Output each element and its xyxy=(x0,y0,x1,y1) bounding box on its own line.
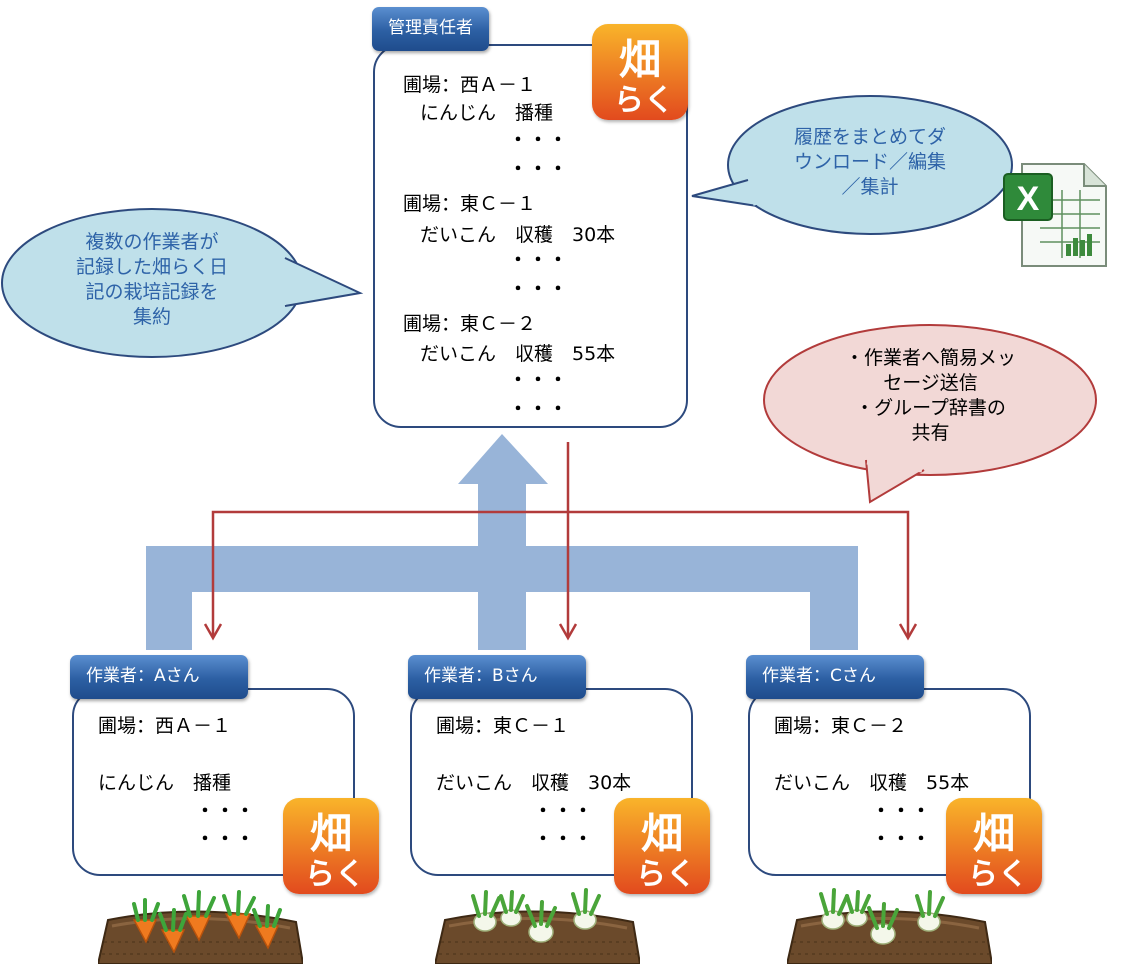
excel-icon: X xyxy=(1000,160,1110,270)
carrot-field-icon xyxy=(96,880,305,965)
worker-a-crop: にんじん 播種 xyxy=(98,772,232,794)
worker-c-field: 圃場：東Ｃ－２ xyxy=(774,715,908,737)
svg-text:らく: らく xyxy=(614,83,674,118)
manager-line-8: ・・・ xyxy=(509,279,569,300)
svg-text:らく: らく xyxy=(968,857,1028,892)
manager-line-4: ・・・ xyxy=(509,159,569,180)
svg-text:畑: 畑 xyxy=(310,809,352,858)
manager-line-11: ・・・ xyxy=(509,370,569,391)
worker-c-dots-1: ・・・ xyxy=(872,801,932,822)
manager-label: 管理責任者 xyxy=(372,7,489,51)
svg-text:らく: らく xyxy=(636,857,696,892)
manager-line-12: ・・・ xyxy=(509,399,569,420)
left-speech-bubble xyxy=(1,208,364,358)
svg-text:畑: 畑 xyxy=(641,809,683,858)
svg-text:畑: 畑 xyxy=(619,35,661,84)
red-bubble-text: ・作業者へ簡易メッセージ送信・グループ辞書の共有 xyxy=(844,347,1016,444)
worker-c-label: 作業者：Cさん xyxy=(746,655,924,699)
hataraku-logo-icon: 畑 らく xyxy=(946,798,1042,894)
worker-b-label: 作業者：Bさん xyxy=(408,655,586,699)
worker-a-dots-2: ・・・ xyxy=(196,829,256,850)
manager-line-5: 圃場：東Ｃ－１ xyxy=(403,193,537,215)
right-speech-bubble xyxy=(691,95,1013,235)
worker-c-crop: だいこん 収穫 55本 xyxy=(774,772,970,794)
red-speech-bubble xyxy=(763,324,1097,504)
worker-a-field: 圃場：西Ａ－１ xyxy=(98,715,232,737)
manager-line-1: 圃場：西Ａ－１ xyxy=(403,74,537,96)
worker-a-dots-1: ・・・ xyxy=(196,801,256,822)
hataraku-logo-icon: 畑 らく xyxy=(592,24,688,120)
distribution-lines xyxy=(211,442,910,636)
radish-field-icon xyxy=(785,880,994,965)
manager-line-2: にんじん 播種 xyxy=(420,102,554,124)
distribution-arrowheads xyxy=(203,623,918,641)
hataraku-logo-icon: 畑 らく xyxy=(283,798,379,894)
worker-b-crop: だいこん 収穫 30本 xyxy=(436,772,632,794)
hataraku-logo-icon: 畑 らく xyxy=(614,798,710,894)
svg-text:畑: 畑 xyxy=(973,809,1015,858)
right-bubble-text: 履歴をまとめてダウンロード／編集／集計 xyxy=(793,126,946,198)
worker-b-dots-1: ・・・ xyxy=(534,801,594,822)
worker-c-dots-2: ・・・ xyxy=(872,829,932,850)
manager-line-9: 圃場：東Ｃ－２ xyxy=(403,313,537,335)
worker-b-dots-2: ・・・ xyxy=(534,829,594,850)
manager-line-10: だいこん 収穫 55本 xyxy=(420,343,616,365)
manager-line-6: だいこん 収穫 30本 xyxy=(420,224,616,246)
left-bubble-text: 複数の作業者が記録した畑らく日記の栽培記録を集約 xyxy=(75,231,228,328)
svg-text:らく: らく xyxy=(305,857,365,892)
aggregation-arrow xyxy=(146,434,858,650)
manager-line-7: ・・・ xyxy=(509,250,569,271)
radish-field-icon xyxy=(433,880,642,965)
manager-line-3: ・・・ xyxy=(509,130,569,151)
worker-a-label: 作業者：Aさん xyxy=(70,655,248,699)
svg-text:X: X xyxy=(1017,180,1040,218)
worker-b-field: 圃場：東Ｃ－１ xyxy=(436,715,570,737)
